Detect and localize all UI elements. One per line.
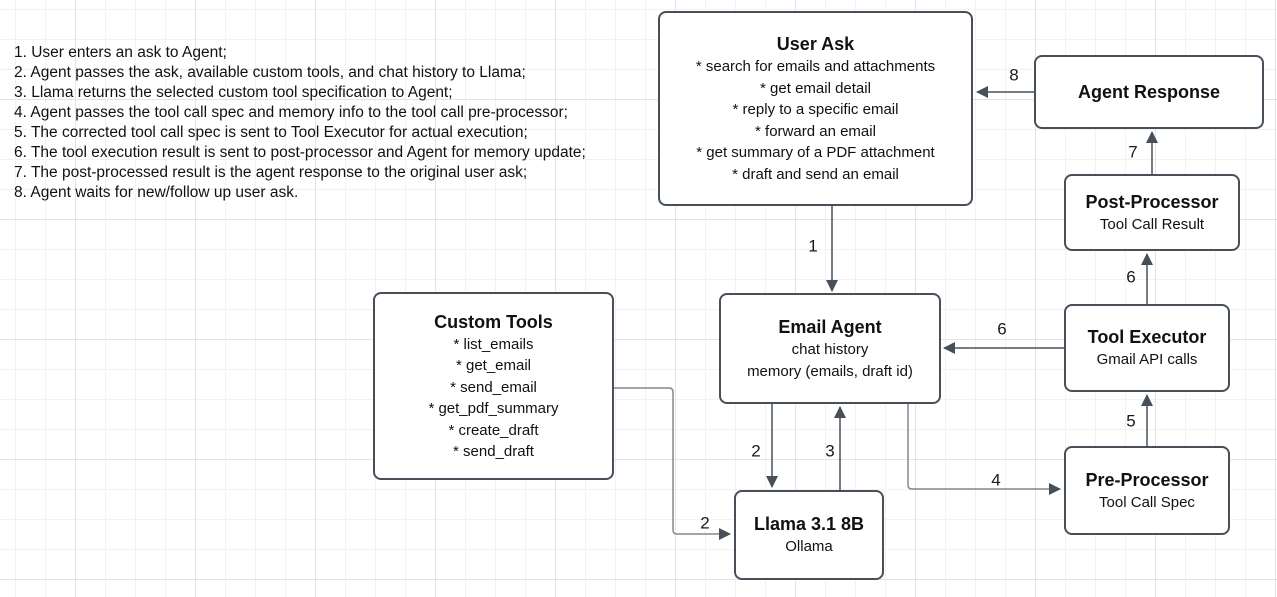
node-title: Post-Processor [1085,191,1219,212]
edge-label-4: 4 [991,470,1001,490]
node-agent-response[interactable]: Agent Response [1034,55,1264,129]
node-title: Tool Executor [1087,327,1207,348]
node-subtitle: Tool Call Result [1099,215,1205,233]
node-title: User Ask [776,34,855,54]
node-line: * get summary of a PDF attachment [696,144,935,161]
node-line: * list_emails [453,335,534,353]
node-tool-executor[interactable]: Tool Executor Gmail API calls [1064,304,1230,392]
edge-2-customtools-to-llama [614,387,731,540]
node-subtitle: Gmail API calls [1096,351,1198,369]
edge-label-1: 1 [808,236,818,256]
edge-label-2-agent: 2 [751,441,761,461]
edge-label-5: 5 [1126,411,1136,431]
node-title: Pre-Processor [1085,469,1209,490]
step-2: 2. Agent passes the ask, available custo… [14,64,526,81]
step-3: 3. Llama returns the selected custom too… [14,84,453,101]
edge-label-3: 3 [825,441,835,461]
edge-4-emailagent-to-preprocessor [907,404,1061,495]
step-7: 7. The post-processed result is the agen… [14,164,528,181]
edge-label-6-vertical: 6 [1126,267,1136,287]
node-custom-tools[interactable]: Custom Tools * list_emails * get_email *… [373,292,614,480]
node-email-agent[interactable]: Email Agent chat history memory (emails,… [719,293,941,404]
node-title: Llama 3.1 8B [753,514,865,535]
node-title: Agent Response [1077,82,1221,102]
node-title: Custom Tools [434,311,553,332]
step-4: 4. Agent passes the tool call spec and m… [14,104,568,121]
node-line: * search for emails and attachments [695,58,936,75]
node-post-processor[interactable]: Post-Processor Tool Call Result [1064,174,1240,251]
steps-legend: 1. User enters an ask to Agent; 2. Agent… [14,43,586,203]
node-line: * get_email [455,357,532,374]
step-5: 5. The corrected tool call spec is sent … [14,124,528,141]
node-line: * forward an email [755,122,876,140]
edge-label-7: 7 [1128,142,1138,162]
step-1: 1. User enters an ask to Agent; [14,44,227,61]
node-line: * get_pdf_summary [428,400,559,417]
edge-label-2-tools: 2 [700,513,710,533]
step-8: 8. Agent waits for new/follow up user as… [14,184,299,201]
edge-label-6-horizontal: 6 [997,319,1007,339]
node-subtitle: Tool Call Spec [1099,493,1195,511]
node-subtitle: Ollama [785,538,833,556]
node-line: memory (emails, draft id) [747,362,913,380]
node-line: * reply to a specific email [732,101,899,118]
node-line: * send_email [450,378,537,396]
node-line: chat history [791,341,869,358]
node-user-ask[interactable]: User Ask * search for emails and attachm… [658,11,973,206]
node-line: * draft and send an email [732,165,899,183]
node-llama[interactable]: Llama 3.1 8B Ollama [734,490,884,580]
node-line: * get email detail [760,79,871,97]
node-title: Email Agent [778,317,882,337]
node-line: * create_draft [448,421,539,439]
step-6: 6. The tool execution result is sent to … [14,144,586,161]
node-line: * send_draft [453,443,534,460]
edge-label-8: 8 [1009,65,1019,85]
node-pre-processor[interactable]: Pre-Processor Tool Call Spec [1064,446,1230,535]
